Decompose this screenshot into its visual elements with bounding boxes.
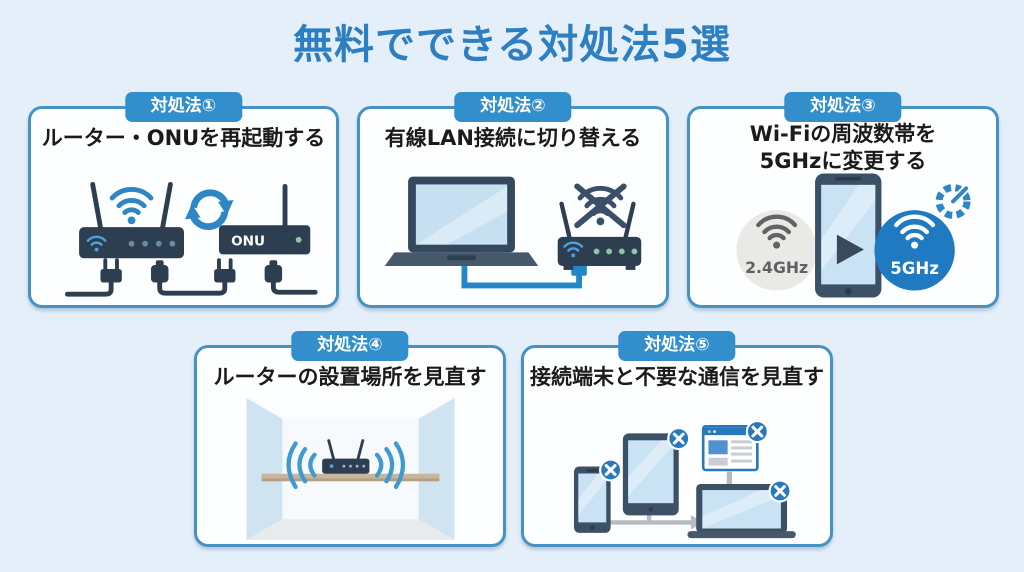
onu-icon: ONU bbox=[218, 183, 310, 255]
router-wifi-led-icon bbox=[563, 241, 584, 258]
laptop-icon bbox=[384, 176, 539, 267]
card-wired-lan: 対処法② 有線LAN接続に切り替える bbox=[357, 92, 669, 308]
page-title: 無料でできる対処法5選 bbox=[292, 22, 732, 68]
band-old-label: 2.4GHz bbox=[745, 258, 808, 277]
band-5ghz-circle: 5GHz bbox=[874, 210, 955, 291]
card3-illustration: 2.4GHz 5GHz bbox=[690, 170, 996, 301]
router-onu-restart-illustration: ONU bbox=[64, 182, 318, 297]
room-illustration bbox=[245, 398, 455, 540]
x-badge-icon bbox=[667, 426, 691, 451]
no-wifi-icon bbox=[574, 183, 627, 229]
card2-badge: 対処法② bbox=[454, 92, 572, 122]
tablet-icon bbox=[622, 433, 679, 516]
card3-title-line1: Wi-Fiの周波数帯を bbox=[749, 122, 937, 146]
speedometer-icon bbox=[935, 183, 971, 219]
smartphone-icon bbox=[573, 466, 611, 533]
card1-illustration: ONU bbox=[31, 165, 336, 301]
cable-connector-icon bbox=[150, 260, 227, 296]
x-badge-icon bbox=[599, 458, 623, 482]
card3-title-line2: 5GHzに変更する bbox=[759, 149, 927, 174]
band-change-illustration: 2.4GHz 5GHz bbox=[736, 173, 971, 298]
router-wifi-led-icon bbox=[86, 235, 107, 252]
wifi-icon bbox=[894, 214, 936, 249]
card2-title: 有線LAN接続に切り替える bbox=[384, 126, 642, 150]
card-router-placement: 対処法④ ルーターの設置場所を見直す bbox=[194, 331, 506, 547]
shelf bbox=[261, 473, 439, 482]
card-change-band: 対処法③ Wi-Fiの周波数帯を 5GHzに変更する 2.4GHz bbox=[687, 92, 999, 308]
card1-badge: 対処法① bbox=[124, 92, 243, 122]
browser-window-icon bbox=[701, 425, 759, 472]
card-review-devices: 対処法⑤ 接続端末と不要な通信を見直す bbox=[521, 331, 833, 547]
card4-illustration bbox=[197, 398, 503, 540]
x-badge-icon bbox=[768, 479, 792, 503]
card5-illustration bbox=[524, 400, 830, 540]
devices-illustration bbox=[573, 420, 796, 539]
card5-badge: 対処法⑤ bbox=[618, 331, 736, 361]
wired-lan-illustration bbox=[384, 176, 642, 289]
card1-title: ルーター・ONUを再起動する bbox=[41, 126, 326, 150]
card3-title: Wi-Fiの周波数帯を 5GHzに変更する bbox=[690, 121, 996, 176]
card3-badge: 対処法③ bbox=[784, 92, 902, 122]
arrow-right-icon bbox=[836, 234, 864, 265]
power-plug-icon bbox=[64, 258, 122, 297]
x-badge-icon bbox=[745, 420, 769, 444]
wifi-waves-icon bbox=[285, 441, 405, 490]
band-2-4ghz-circle: 2.4GHz bbox=[736, 210, 817, 291]
cable-connector-icon bbox=[264, 260, 318, 295]
router-icon bbox=[78, 182, 184, 259]
router-icon bbox=[557, 201, 642, 270]
card2-illustration bbox=[360, 165, 666, 301]
power-plug-icon bbox=[213, 258, 235, 283]
router-icon bbox=[321, 439, 369, 474]
room-walls bbox=[245, 398, 455, 540]
lan-cable bbox=[461, 262, 582, 289]
card5-title: 接続端末と不要な通信を見直す bbox=[530, 365, 824, 389]
wifi-icon bbox=[109, 187, 153, 225]
refresh-icon bbox=[184, 189, 234, 230]
laptop-icon bbox=[687, 483, 796, 539]
card4-badge: 対処法④ bbox=[291, 331, 409, 361]
band-new-label: 5GHz bbox=[890, 259, 939, 278]
card4-title: ルーターの設置場所を見直す bbox=[213, 365, 487, 389]
onu-label: ONU bbox=[231, 234, 265, 250]
card-restart-router: 対処法① ルーター・ONUを再起動する bbox=[28, 92, 339, 308]
smartphone-icon bbox=[815, 173, 882, 298]
wifi-icon bbox=[756, 214, 798, 249]
